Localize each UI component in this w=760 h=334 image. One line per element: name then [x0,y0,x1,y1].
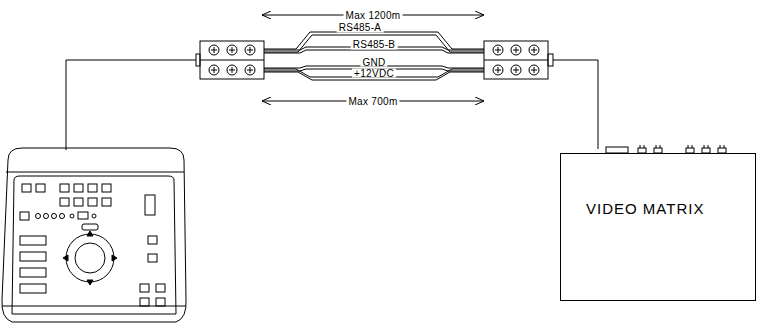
cable [66,60,196,150]
signal-name: GND [360,58,387,67]
terminal-block [196,41,264,79]
terminal-block [484,41,553,79]
keyboard-controller [2,148,186,322]
signal-name: RS485-B [351,39,398,50]
dimension-label: Max 700m [346,96,399,107]
signal-name: +12VDC [352,69,396,78]
dimension-label: Max 1200m [344,10,403,21]
wire-pair [264,32,484,80]
node-title: VIDEO MATRIX [586,200,704,217]
video-matrix-box: VIDEO MATRIX [560,153,756,301]
cable [553,60,598,149]
signal-name: RS485-A [337,22,384,33]
matrix-connectors [606,145,726,153]
